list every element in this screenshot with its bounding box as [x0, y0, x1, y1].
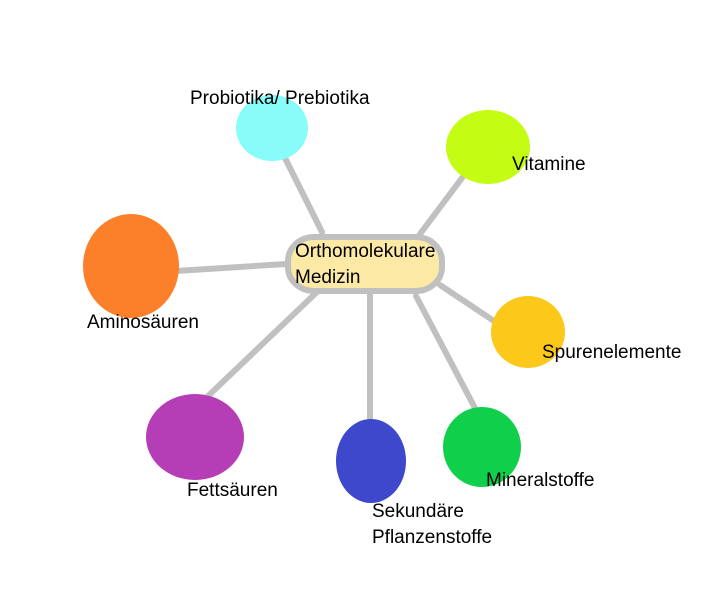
node-aminosaeuren[interactable]: Aminosäuren: [83, 214, 199, 333]
node-circle[interactable]: [236, 95, 308, 161]
node-label: Vitamine: [512, 154, 586, 175]
edges: [173, 155, 497, 423]
center-label-line1: Orthomolekulare: [295, 241, 435, 262]
node-spurenelemente[interactable]: Spurenelemente: [491, 296, 681, 368]
node-circle[interactable]: [336, 419, 406, 503]
node-circle[interactable]: [446, 110, 530, 184]
edge-mineralstoffe: [413, 293, 479, 413]
node-circle[interactable]: [83, 214, 179, 318]
node-label: Aminosäuren: [87, 312, 199, 333]
edge-spurenelemente: [437, 282, 497, 324]
node-label: Probiotika/ Prebiotika: [190, 88, 370, 109]
node-label-line2: Pflanzenstoffe: [372, 527, 492, 548]
node-probiotika[interactable]: Probiotika/ Prebiotika: [190, 88, 370, 161]
node-label: Mineralstoffe: [486, 470, 594, 491]
node-circle[interactable]: [491, 296, 565, 368]
edge-fettsaeuren: [203, 288, 321, 401]
node-circle[interactable]: [146, 394, 244, 480]
node-label-line1: Sekundäre: [372, 501, 464, 522]
node-fettsaeuren[interactable]: Fettsäuren: [146, 394, 278, 501]
node-circle[interactable]: [443, 407, 521, 487]
node-mineralstoffe[interactable]: Mineralstoffe: [443, 407, 594, 491]
center-box[interactable]: [285, 234, 445, 294]
edge-aminosaeuren: [173, 261, 289, 274]
center-label-line2: Medizin: [295, 267, 360, 288]
node-sekundaere-pflanzenstoffe[interactable]: Sekundäre Pflanzenstoffe: [336, 419, 492, 548]
node-label: Fettsäuren: [187, 480, 278, 501]
center-node[interactable]: Orthomolekulare Medizin: [285, 234, 445, 294]
edge-vitamine: [417, 175, 465, 237]
edge-probiotika: [282, 155, 325, 235]
node-label: Spurenelemente: [542, 342, 681, 363]
node-vitamine[interactable]: Vitamine: [446, 110, 586, 184]
